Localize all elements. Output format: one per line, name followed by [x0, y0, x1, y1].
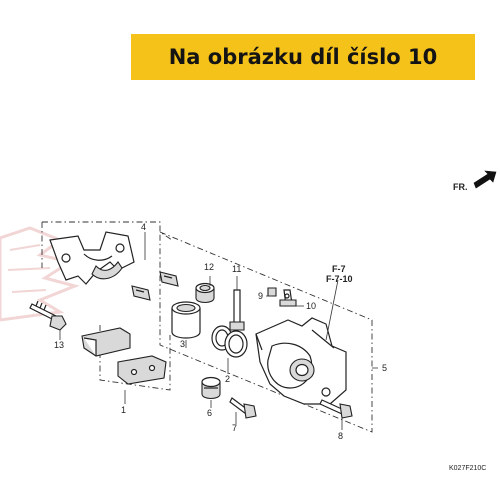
caliper-bracket: [49, 231, 135, 285]
ref-f7: F-7: [332, 264, 346, 274]
callout-12: 12: [204, 262, 214, 272]
bolt-13: [29, 300, 67, 331]
boot-6: [201, 376, 221, 400]
part-number-banner: Na obrázku díl číslo 10: [131, 34, 475, 80]
callout-6: 6: [207, 408, 212, 418]
banner-text: Na obrázku díl číslo 10: [168, 45, 438, 69]
callout-9: 9: [258, 291, 263, 301]
pad-shims: [131, 271, 179, 301]
bleeder-cap-9: [267, 287, 277, 297]
callout-1: 1: [121, 405, 126, 415]
slide-pin-11: [229, 289, 245, 331]
callout-4: 4: [141, 222, 146, 232]
leader-lines: [59, 232, 378, 430]
piston: [171, 301, 201, 339]
callout-2: 2: [225, 374, 230, 384]
watermark-logo: [0, 226, 80, 322]
ref-f710: F-7-10: [326, 274, 353, 284]
callout-11: 11: [232, 264, 241, 274]
pin-bolt-7: [229, 397, 257, 419]
caliper-body: [255, 317, 347, 405]
brake-pads: [81, 327, 167, 385]
catalog-code: K027F210C: [449, 465, 486, 472]
callout-7: 7: [232, 423, 237, 433]
callout-3: 3: [180, 339, 185, 349]
group-box-bracket: [42, 221, 173, 241]
callout-10: 10: [306, 301, 316, 311]
direction-label: FR.: [453, 182, 468, 192]
group-box-caliper: [159, 231, 373, 433]
piston-seals: [211, 325, 248, 358]
callout-5: 5: [382, 363, 387, 373]
callout-13: 13: [54, 340, 64, 350]
front-direction-arrow: FR.: [453, 170, 497, 192]
callout-8: 8: [338, 431, 343, 441]
dust-seal-12: [195, 282, 215, 304]
bleeder-valve-10: [279, 289, 297, 307]
callout-labels: 4 12 11 9 10 F-7 F-7-10 13 3 2 5 1 6 7 8: [54, 222, 387, 441]
bolt-8: [319, 399, 353, 419]
